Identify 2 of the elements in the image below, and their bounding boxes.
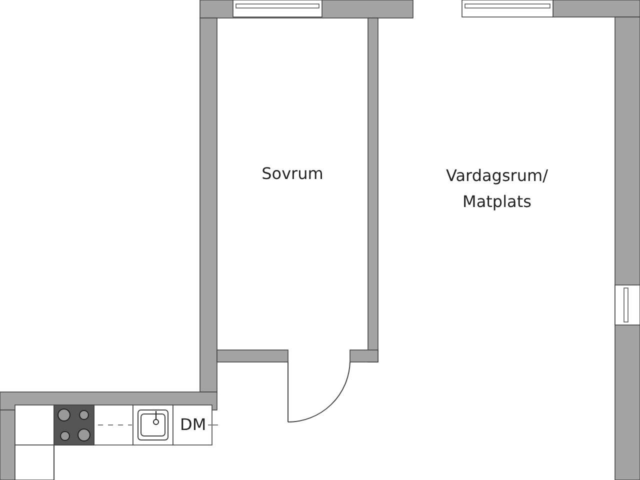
room-label: Sovrum [262, 163, 324, 186]
room-label: Vardagsrum/ Matplats [445, 164, 549, 212]
